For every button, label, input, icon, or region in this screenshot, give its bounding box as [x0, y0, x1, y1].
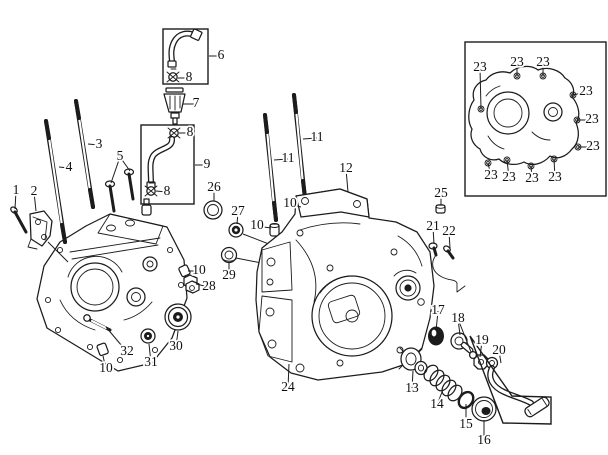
callout-label-22: 22 — [442, 223, 456, 238]
callout-label-10: 10 — [250, 217, 264, 232]
callout-label-10: 10 — [99, 360, 113, 375]
callout-leader-11 — [273, 158, 289, 161]
callout-leader-28 — [195, 283, 210, 288]
kickstart-parts-drawing — [398, 326, 550, 422]
callout-label-23: 23 — [525, 170, 539, 185]
callout-label-29: 29 — [222, 267, 236, 282]
callout-leader-3 — [87, 143, 100, 146]
callout-leader-19 — [479, 340, 483, 358]
callout-label-8: 8 — [187, 124, 194, 139]
callout-label-7: 7 — [193, 95, 200, 110]
callout-leader-32 — [105, 326, 128, 353]
callout-label-23: 23 — [586, 138, 600, 153]
callout-label-23: 23 — [510, 54, 524, 69]
callout-leader-23 — [479, 67, 482, 110]
callout-label-21: 21 — [426, 218, 440, 233]
callout-label-28: 28 — [202, 278, 216, 293]
callout-leader-4 — [58, 166, 70, 169]
callout-label-13: 13 — [405, 380, 419, 395]
callout-label-23: 23 — [484, 167, 498, 182]
callout-leader-24 — [287, 363, 290, 389]
callout-leader-23 — [506, 159, 510, 179]
callout-leader-27 — [236, 211, 239, 225]
middle-studs-drawing — [263, 93, 309, 237]
left-crankcase-drawing — [36, 198, 188, 372]
callout-label-20: 20 — [492, 342, 506, 357]
hose-assembly-drawing — [144, 28, 203, 197]
callout-label-2: 2 — [31, 183, 38, 198]
callout-label-26: 26 — [207, 179, 221, 194]
callout-label-24: 24 — [281, 379, 295, 394]
right-crankcase-drawing — [255, 188, 435, 381]
callout-leader-12 — [345, 168, 349, 193]
callout-leader-30 — [175, 330, 179, 348]
callout-leader-10 — [102, 355, 107, 370]
drain-hose-box — [140, 124, 195, 205]
left-fasteners-drawing — [10, 99, 135, 263]
callout-label-17: 17 — [431, 302, 445, 317]
callout-label-16: 16 — [477, 432, 491, 447]
callout-label-5: 5 — [117, 148, 124, 163]
kick-lever-frame — [469, 335, 552, 425]
callout-label-23: 23 — [536, 54, 550, 69]
callout-label-1: 1 — [13, 182, 20, 197]
callout-leader-21 — [432, 226, 435, 245]
callout-leader-18 — [457, 318, 461, 336]
callout-leader-20 — [498, 350, 502, 364]
callout-leader-5 — [119, 156, 131, 172]
callout-label-10: 10 — [283, 195, 297, 210]
callout-label-11: 11 — [282, 150, 295, 165]
callout-label-23: 23 — [579, 83, 593, 98]
callout-leader-13 — [411, 370, 414, 390]
callout-label-23: 23 — [548, 169, 562, 184]
callout-label-23: 23 — [502, 169, 516, 184]
callout-label-4: 4 — [66, 159, 73, 174]
callout-label-23: 23 — [585, 111, 599, 126]
callout-leader-11 — [302, 137, 318, 140]
callout-leader-5 — [110, 156, 121, 184]
callout-leader-23 — [530, 165, 533, 180]
callout-label-14: 14 — [430, 396, 444, 411]
callout-label-3: 3 — [96, 136, 103, 151]
callout-label-18: 18 — [451, 310, 465, 325]
callout-label-30: 30 — [169, 338, 183, 353]
callout-label-11: 11 — [311, 129, 324, 144]
callout-label-19: 19 — [475, 332, 489, 347]
callout-label-23: 23 — [473, 59, 487, 74]
callout-label-6: 6 — [218, 47, 225, 62]
callout-label-25: 25 — [434, 185, 448, 200]
callout-leader-1 — [14, 190, 17, 210]
callout-leader-18 — [457, 318, 472, 353]
callout-label-15: 15 — [459, 416, 473, 431]
callout-leader-10 — [289, 203, 302, 208]
callout-leader-23 — [553, 158, 556, 179]
detail-boxes-layer — [140, 28, 607, 425]
callout-label-8: 8 — [164, 183, 171, 198]
callout-leader-8 — [155, 190, 168, 193]
callout-label-12: 12 — [339, 160, 353, 175]
right-small-parts-drawing — [428, 204, 466, 293]
cover-inset-box — [464, 41, 607, 197]
callout-leader-31 — [148, 343, 152, 364]
inset-cover-drawing — [468, 65, 582, 170]
callout-leader-23 — [487, 162, 492, 177]
callout-leader-17 — [435, 310, 439, 332]
callout-label-9: 9 — [204, 156, 211, 171]
callout-leader-22 — [448, 231, 451, 249]
callout-label-27: 27 — [231, 203, 245, 218]
breather-hose-box — [162, 28, 209, 85]
callout-label-10: 10 — [192, 262, 206, 277]
callout-leader-23 — [572, 91, 587, 96]
callout-leader-10 — [256, 225, 272, 229]
callout-label-8: 8 — [186, 69, 193, 84]
callout-leader-2 — [33, 191, 37, 212]
callout-leader-14 — [436, 391, 443, 406]
callout-label-31: 31 — [144, 354, 158, 369]
callout-label-32: 32 — [120, 343, 134, 358]
